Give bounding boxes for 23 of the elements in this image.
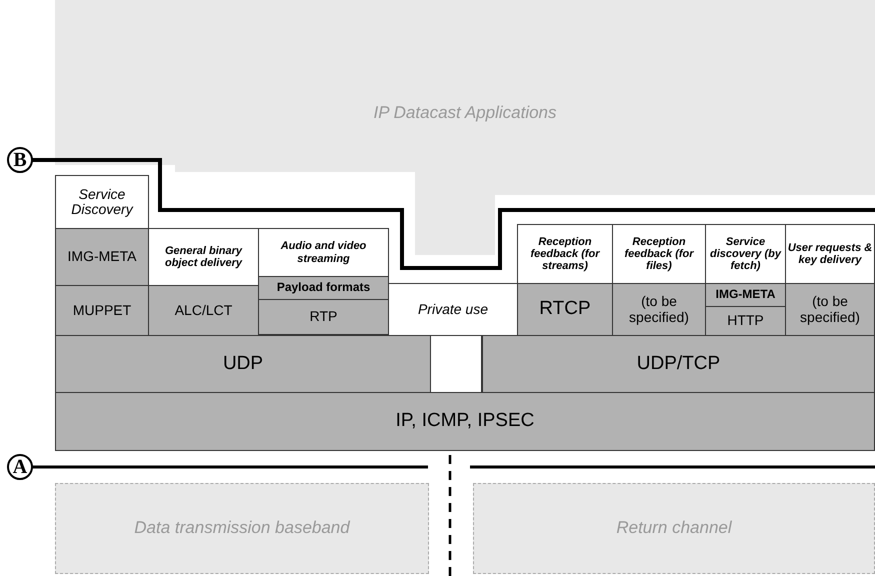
layer-box: Data transmission baseband bbox=[55, 483, 429, 574]
area-title: IP Datacast Applications bbox=[374, 104, 556, 123]
reference-point-marker: A bbox=[7, 454, 33, 480]
protocol-box: IP, ICMP, IPSEC bbox=[55, 392, 875, 451]
layer-box: Reception feedback (for streams) bbox=[517, 224, 613, 284]
layer-box: Private use bbox=[388, 283, 518, 336]
protocol-box: MUPPET bbox=[55, 285, 149, 336]
protocol-box: UDP bbox=[55, 335, 431, 393]
protocol-box: RTP bbox=[258, 299, 389, 335]
layer-box: Return channel bbox=[473, 483, 875, 574]
protocol-box: ALC/LCT bbox=[148, 285, 259, 336]
layer-box: Service Discovery bbox=[55, 175, 149, 229]
reference-point-marker: B bbox=[7, 147, 33, 173]
protocol-box: RTCP bbox=[517, 283, 613, 336]
protocol-box: (to be specified) bbox=[785, 283, 875, 336]
protocol-box: HTTP bbox=[705, 306, 786, 336]
layer-box: User requests & key delivery bbox=[785, 224, 875, 284]
protocol-box: UDP/TCP bbox=[482, 335, 875, 393]
protocol-box: IMG-META bbox=[55, 228, 149, 286]
protocol-box: Payload formats bbox=[258, 276, 389, 300]
layer-box: Audio and video streaming bbox=[258, 228, 389, 277]
protocol-box: IMG-META bbox=[705, 283, 786, 307]
protocol-box: (to be specified) bbox=[612, 283, 706, 336]
